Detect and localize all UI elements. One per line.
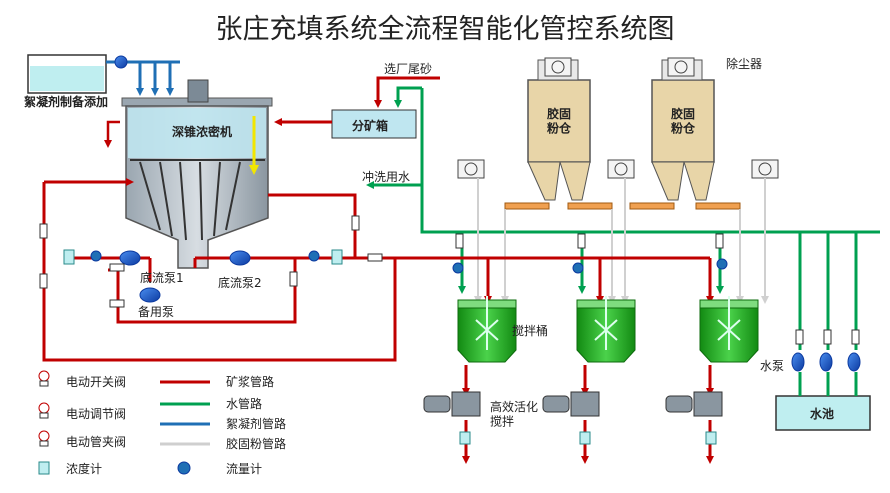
silo-1 bbox=[527, 59, 591, 201]
legend-label: 胶固粉管路 bbox=[226, 436, 286, 451]
classifier-label: 分矿箱 bbox=[352, 118, 388, 133]
flocculant-label: 絮凝剂制备添加 bbox=[24, 94, 108, 109]
motor-valve-icon bbox=[38, 370, 50, 382]
pool-label: 水池 bbox=[810, 406, 834, 421]
legend-motor-valve: 电动开关阀 bbox=[38, 370, 126, 389]
density-meter-icons bbox=[63, 249, 717, 445]
pump-2-label: 底流泵2 bbox=[218, 275, 262, 290]
legend-flowmeter: 流量计 bbox=[177, 461, 262, 476]
legend-label: 絮凝剂管路 bbox=[226, 416, 286, 431]
legend-label: 电动调节阀 bbox=[66, 407, 126, 421]
thickener-label: 深锥浓密机 bbox=[172, 124, 232, 139]
mixer-label: 搅拌桶 bbox=[512, 323, 548, 338]
mixer-2 bbox=[576, 296, 636, 363]
legend-slurry-pipe: 矿浆管路 bbox=[160, 374, 274, 389]
activator-units bbox=[423, 391, 723, 417]
underflow-pump-2-icon[interactable] bbox=[229, 250, 251, 266]
legend-pinch-valve: 电动管夹阀 bbox=[38, 430, 126, 449]
legend: 电动开关阀 电动调节阀 电动管夹阀 浓度计 矿浆管路 水管路 絮凝剂管路 bbox=[38, 370, 286, 476]
dust-collector-label: 除尘器 bbox=[726, 56, 762, 71]
silo-2-label: 胶固粉仓 bbox=[671, 106, 696, 135]
silo-2 bbox=[651, 59, 715, 201]
tailings-label: 选厂尾砂 bbox=[384, 62, 432, 76]
flowmeter-icons bbox=[90, 250, 728, 274]
spare-pump-label: 备用泵 bbox=[138, 305, 174, 319]
screw-conveyors bbox=[504, 202, 741, 210]
thickener-tank bbox=[121, 79, 273, 269]
pinch-valve-icon bbox=[38, 430, 50, 442]
water-pool bbox=[775, 395, 871, 431]
flocculant-feed-lines bbox=[136, 62, 174, 96]
flocculant-pump-icon[interactable] bbox=[114, 55, 128, 69]
legend-label: 电动开关阀 bbox=[66, 375, 126, 389]
legend-flocculant-pipe: 絮凝剂管路 bbox=[160, 416, 286, 431]
legend-density-meter: 浓度计 bbox=[38, 461, 102, 476]
legend-cement-pipe: 胶固粉管路 bbox=[160, 436, 286, 451]
activator-label: 高效活化搅拌 bbox=[490, 399, 538, 428]
legend-label: 矿浆管路 bbox=[226, 374, 274, 389]
regulating-valve-icon bbox=[38, 402, 50, 414]
underflow-pump-1-icon[interactable] bbox=[119, 250, 141, 266]
classifier-box bbox=[331, 109, 417, 139]
legend-regulating-valve: 电动调节阀 bbox=[38, 402, 126, 421]
spare-pump-icon[interactable] bbox=[139, 287, 161, 303]
water-pump-icons[interactable] bbox=[791, 352, 861, 372]
valve-icons[interactable] bbox=[39, 215, 860, 345]
water-pump-label: 水泵 bbox=[760, 359, 784, 373]
silo-1-label: 胶固粉仓 bbox=[547, 106, 572, 135]
mixer-1 bbox=[457, 296, 517, 363]
cement-pipes bbox=[474, 178, 769, 304]
page-title: 张庄充填系统全流程智能化管控系统图 bbox=[216, 14, 675, 45]
legend-label: 浓度计 bbox=[66, 461, 102, 476]
slurry-pipes bbox=[42, 178, 714, 464]
flowmeter-icon bbox=[177, 461, 191, 475]
density-meter-icon bbox=[38, 461, 50, 475]
flocculant-tank bbox=[27, 54, 107, 94]
legend-label: 水管路 bbox=[226, 396, 262, 411]
wash-water-label: 冲洗用水 bbox=[362, 169, 410, 184]
pump-1-label: 底流泵1 bbox=[140, 270, 184, 285]
legend-label: 流量计 bbox=[226, 462, 262, 476]
mixer-3 bbox=[699, 296, 759, 363]
legend-label: 电动管夹阀 bbox=[66, 434, 126, 449]
legend-water-pipe: 水管路 bbox=[160, 396, 262, 411]
fan-icons bbox=[457, 57, 779, 179]
